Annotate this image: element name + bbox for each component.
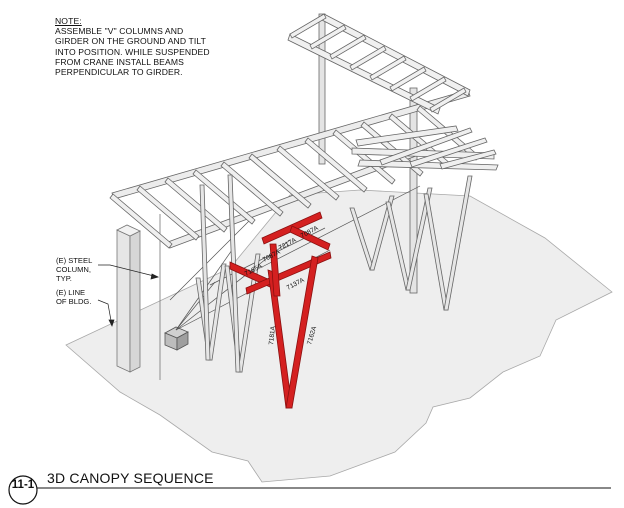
- callout-line: OF BLDG.: [56, 297, 92, 306]
- highlighted-assembly: [229, 211, 332, 409]
- right-roof: [351, 125, 499, 171]
- mast: [318, 13, 418, 294]
- title-block: [8, 475, 611, 505]
- red-short-beam: [289, 225, 331, 251]
- note-line: GIRDER ON THE GROUND AND TILT: [55, 36, 206, 47]
- note: NOTE: ASSEMBLE "V" COLUMNS AND GIRDER ON…: [55, 16, 210, 77]
- upper-roof: [287, 13, 471, 115]
- callout-steel-column: (E) STEEL COLUMN, TYP.: [56, 256, 92, 283]
- floor-slab: [65, 189, 613, 483]
- v-columns-existing: [195, 174, 473, 373]
- note-line: FROM CRANE INSTALL BEAMS: [55, 56, 184, 67]
- note-title: NOTE:: [55, 16, 82, 26]
- red-strut: [269, 243, 281, 297]
- callout-line: COLUMN,: [56, 265, 92, 274]
- red-v-right: [285, 255, 319, 409]
- callout-leaders: [97, 264, 159, 327]
- red-beam: [245, 251, 332, 295]
- note-line: INTO POSITION. WHILE SUSPENDED: [55, 46, 210, 57]
- crane-block: [164, 326, 189, 351]
- callout-line: (E) LINE: [56, 288, 86, 297]
- callout-line-of-bldg: (E) LINE OF BLDG.: [56, 288, 91, 306]
- note-line: PERPENDICULAR TO GIRDER.: [55, 67, 183, 78]
- existing-steel-column: [116, 224, 141, 373]
- purlins: [109, 105, 480, 249]
- drawing-title: 3D CANOPY SEQUENCE: [47, 470, 214, 486]
- sheet-number: 11-1: [11, 479, 35, 491]
- callout-line: TYP.: [56, 274, 72, 283]
- note-line: ASSEMBLE "V" COLUMNS AND: [55, 26, 184, 37]
- member-tag: 7181A: [268, 325, 277, 345]
- callout-line: (E) STEEL: [56, 256, 93, 265]
